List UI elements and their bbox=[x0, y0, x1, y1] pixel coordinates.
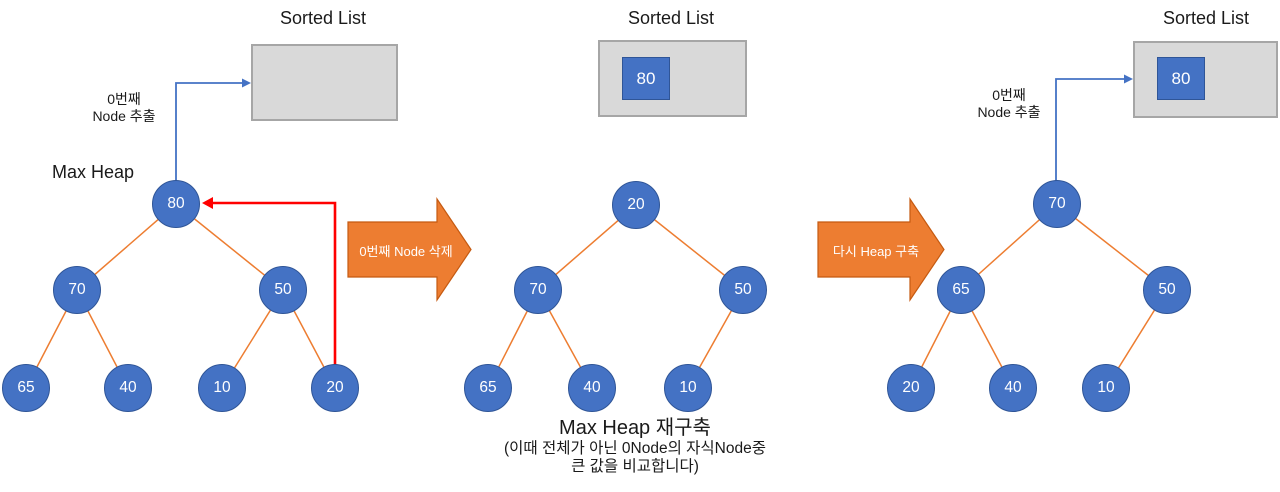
heap-node: 50 bbox=[1143, 266, 1191, 314]
max-heap-label: Max Heap bbox=[51, 162, 135, 182]
heap-node: 70 bbox=[1033, 180, 1081, 228]
left-sorted-list-title: Sorted List bbox=[279, 8, 367, 28]
right-sorted-list-item: 80 bbox=[1157, 57, 1205, 100]
rebuild-block-arrow bbox=[817, 197, 945, 302]
left-sorted-list-box bbox=[251, 44, 398, 121]
rebuild-block-arrow-label: 다시 Heap 구축 bbox=[832, 244, 920, 259]
right-extract-label-line1: 0번째 bbox=[992, 87, 1026, 103]
middle-sorted-list-title: Sorted List bbox=[627, 8, 715, 28]
left-extract-arrow bbox=[175, 78, 251, 182]
heap-node: 70 bbox=[53, 266, 101, 314]
left-extract-arrowhead bbox=[242, 78, 251, 88]
middle-sorted-list-item: 80 bbox=[622, 57, 670, 100]
heap-node: 50 bbox=[719, 266, 767, 314]
heap-node: 65 bbox=[2, 364, 50, 412]
heap-node: 80 bbox=[152, 180, 200, 228]
delete-block-arrow bbox=[347, 197, 472, 302]
heap-node: 40 bbox=[568, 364, 616, 412]
middle-sorted-list-box bbox=[598, 40, 747, 117]
right-extract-label-line2: Node 추출 bbox=[977, 104, 1041, 120]
heap-node: 70 bbox=[514, 266, 562, 314]
left-extract-label-line2: Node 추출 bbox=[92, 108, 156, 124]
heap-node: 10 bbox=[1082, 364, 1130, 412]
red-swap-arrow bbox=[202, 197, 337, 366]
heap-node: 20 bbox=[887, 364, 935, 412]
heap-node: 40 bbox=[989, 364, 1037, 412]
right-extract-arrow bbox=[1055, 74, 1133, 182]
rebuild-caption-line2: (이때 전체가 아닌 0Node의 자식Node중 bbox=[504, 440, 766, 457]
heap-node: 65 bbox=[464, 364, 512, 412]
heap-node: 20 bbox=[612, 181, 660, 229]
heap-node: 20 bbox=[311, 364, 359, 412]
heap-node: 65 bbox=[937, 266, 985, 314]
left-extract-label: 0번째 Node 추출 bbox=[64, 91, 184, 125]
rebuild-caption-title: Max Heap 재구축 bbox=[559, 417, 711, 439]
right-sorted-list-box bbox=[1133, 41, 1278, 118]
heap-node: 50 bbox=[259, 266, 307, 314]
right-extract-label: 0번째 Node 추출 bbox=[949, 87, 1069, 121]
right-sorted-list-title: Sorted List bbox=[1162, 8, 1250, 28]
rebuild-caption-line3: 큰 값을 비교합니다) bbox=[571, 458, 699, 475]
rebuild-caption: Max Heap 재구축 (이때 전체가 아닌 0Node의 자식Node중 큰… bbox=[435, 416, 835, 476]
heap-node: 10 bbox=[198, 364, 246, 412]
delete-block-arrow-label: 0번째 Node 삭제 bbox=[359, 244, 453, 259]
right-extract-arrowhead bbox=[1124, 74, 1133, 84]
left-extract-label-line1: 0번째 bbox=[107, 91, 141, 107]
heap-node: 40 bbox=[104, 364, 152, 412]
heap-node: 10 bbox=[664, 364, 712, 412]
red-swap-arrowhead bbox=[202, 197, 213, 209]
